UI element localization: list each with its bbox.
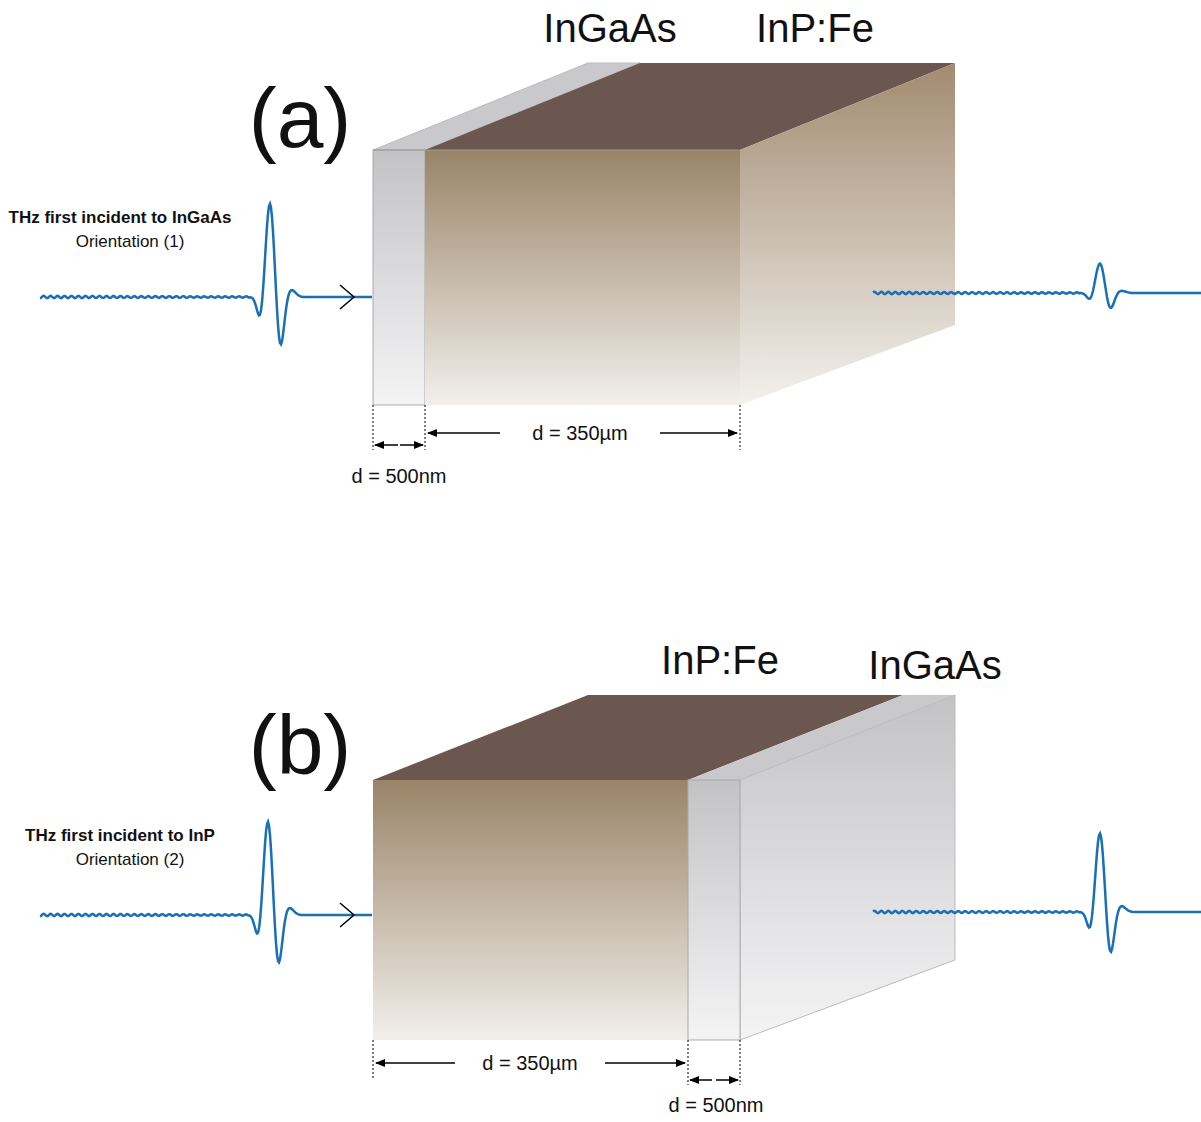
panel-letter: (b) (249, 699, 352, 791)
dimension-label: d = 500nm (668, 1094, 763, 1116)
panel-letter: (a) (249, 72, 352, 164)
layer-name: InP:Fe (661, 638, 779, 682)
orientation-label: Orientation (2) (76, 851, 185, 870)
incidence-arrows (340, 285, 354, 927)
layer-name: InGaAs (543, 6, 676, 50)
dimension-b (373, 1040, 740, 1085)
layer-name: InP:Fe (756, 6, 874, 50)
thz-waveforms (40, 204, 1201, 963)
dimension-a (373, 405, 740, 450)
slab-a (373, 63, 955, 405)
incidence-note: THz first incident to InP (25, 827, 215, 846)
dimension-label: d = 350µm (476, 1052, 583, 1074)
thz-pulse (873, 834, 1201, 952)
dimension-label: d = 500nm (351, 465, 446, 487)
layer-name: InGaAs (868, 643, 1001, 687)
slab-b (373, 695, 955, 1040)
dimension-label: d = 350µm (526, 422, 633, 444)
orientation-label: Orientation (1) (76, 233, 185, 252)
incidence-note: THz first incident to InGaAs (9, 209, 232, 228)
thz-pulse (873, 264, 1201, 308)
